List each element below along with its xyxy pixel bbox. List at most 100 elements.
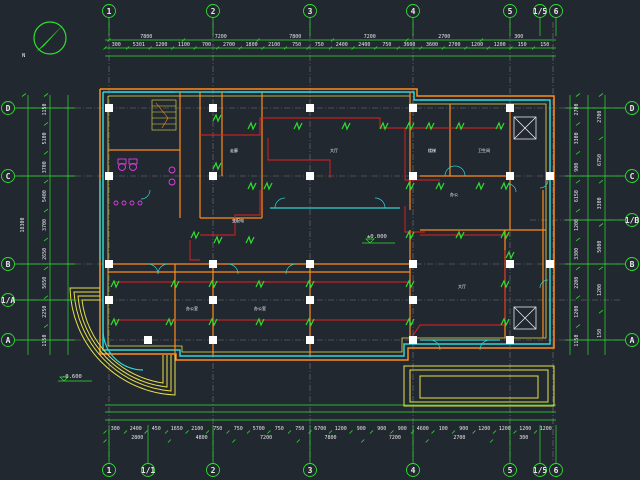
dimension-text: 5650 (42, 277, 48, 289)
room-labels: 走廊 大厅 楼梯 卫生间 办公 变配电 办公室 办公室 大厅 (186, 147, 490, 311)
dim-tick (43, 266, 49, 271)
elevator-shafts (513, 116, 537, 330)
equipment-marker (212, 161, 222, 171)
dimension-text: 300 (112, 42, 121, 48)
dimension-text: 2100 (268, 42, 280, 48)
column (409, 172, 417, 180)
dimension-text: 300 (111, 426, 120, 432)
dim-tick (575, 179, 581, 184)
dimension-text: 300 (514, 34, 523, 40)
room-label: 大厅 (458, 283, 466, 289)
dim-tick (575, 150, 581, 155)
dim-tick (181, 38, 186, 42)
axis-bubble-label: 1 (107, 7, 112, 16)
dim-tick (205, 430, 210, 434)
dim-tick (509, 46, 513, 50)
equipment-marker (170, 279, 180, 289)
dim-tick (267, 430, 271, 434)
axis-bubble-label: 1/A (1, 296, 16, 305)
axis-grid-lines (20, 22, 620, 460)
dimension-text: 2700 (574, 103, 580, 115)
dim-tick (232, 439, 236, 443)
dimension-text: 900 (574, 163, 580, 172)
dimension-text: 300 (519, 435, 528, 441)
windows (99, 91, 545, 341)
dim-tick (170, 46, 175, 50)
dim-tick (513, 430, 517, 434)
dim-tick (531, 46, 536, 50)
dimension-text: 1100 (178, 42, 190, 48)
north-arrow-icon (33, 21, 67, 55)
dimension-text: 5700 (253, 426, 265, 432)
dim-tick (360, 439, 365, 443)
dim-tick (261, 46, 265, 50)
dim-tick (215, 46, 220, 50)
dimension-text: 4600 (417, 426, 429, 432)
room-label: 变配电 (232, 217, 244, 223)
dim-tick (598, 179, 604, 184)
equipment-marker (208, 279, 218, 289)
equipment-marker (455, 121, 465, 131)
equipment-marker (247, 121, 257, 131)
dimension-text: 7200 (364, 34, 376, 40)
axis-bubble-label: B (630, 260, 635, 269)
column (506, 336, 514, 344)
dim-tick (256, 38, 260, 42)
dim-tick (575, 122, 581, 126)
dimension-text: 2700 (438, 34, 450, 40)
dimension-text: 2400 (358, 42, 370, 48)
equipment-marker (305, 279, 315, 289)
dimension-text: 7800 (140, 34, 152, 40)
equipment-marker (495, 121, 505, 131)
dim-tick (575, 324, 581, 328)
column (409, 260, 417, 268)
dimension-text: 2700 (453, 435, 465, 441)
dim-tick (464, 46, 468, 50)
dimension-text: 7200 (260, 435, 272, 441)
dim-tick (598, 309, 604, 314)
level-text-outdoor: -0.600 (62, 374, 82, 380)
dimension-text: 750 (382, 42, 391, 48)
equipment-marker (455, 230, 465, 240)
dimension-text: 750 (234, 426, 243, 432)
equipment-marker (245, 235, 255, 245)
dim-tick (598, 136, 604, 141)
level-mark-outdoor: -0.600 (58, 374, 92, 382)
dim-tick (369, 430, 374, 434)
entrance-canopy (403, 365, 555, 407)
axis-bubble-label: C (6, 172, 11, 181)
axis-bubble-label: 1/1 (141, 466, 156, 475)
column (506, 260, 514, 268)
equipment-marker (405, 279, 415, 289)
level-text-zero: ±0.000 (367, 234, 387, 240)
dim-tick (405, 38, 409, 42)
dimension-text: 750 (292, 42, 301, 48)
dimension-text: 7800 (289, 34, 301, 40)
room-label: 大厅 (330, 147, 338, 153)
dim-tick (575, 266, 581, 271)
dimension-text: 2700 (223, 42, 235, 48)
axis-bubble-label: 6 (554, 466, 559, 475)
dim-tick (328, 46, 333, 50)
axis-bubble-label: 1 (107, 466, 112, 475)
dim-tick (418, 46, 423, 50)
dim-tick (598, 223, 604, 227)
duct-routes (115, 117, 510, 341)
dim-tick (410, 430, 415, 434)
dimension-text: 2250 (42, 306, 48, 318)
dim-tick (144, 430, 148, 434)
column (546, 260, 554, 268)
dimension-text: 2800 (131, 435, 143, 441)
column (209, 172, 217, 180)
dim-tick (246, 430, 251, 434)
dimension-text: 2400 (336, 42, 348, 48)
dim-tick (373, 46, 378, 50)
dim-tick (472, 430, 476, 434)
axis-bubble-label: 5 (508, 7, 513, 16)
equipment-marker (405, 317, 415, 327)
dim-tick (43, 237, 49, 242)
dimension-text: 150 (540, 42, 549, 48)
column (306, 260, 314, 268)
equipment-marker (255, 317, 265, 327)
dimension-text: 1150 (42, 103, 48, 115)
